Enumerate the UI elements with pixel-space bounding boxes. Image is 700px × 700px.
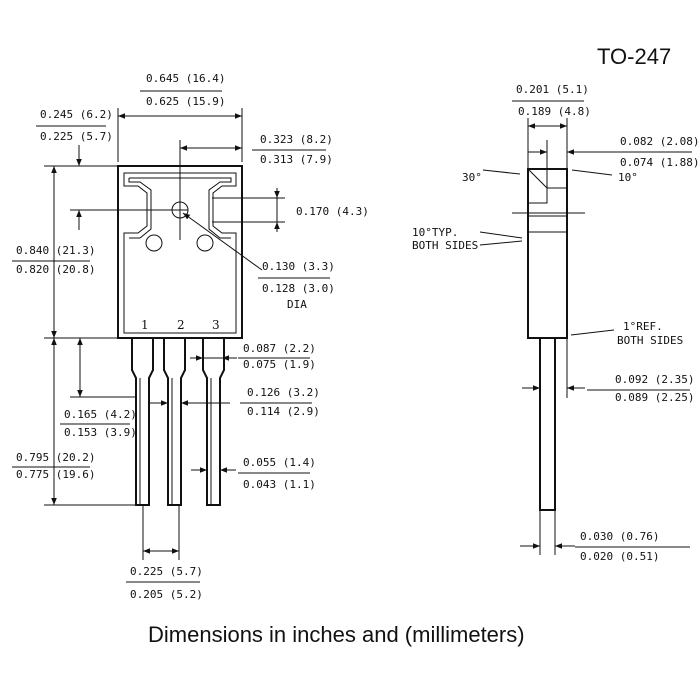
dim-hole-vertical: 0.170 (4.3) [296, 205, 369, 218]
dim-lead-spacing-min: 0.114 (2.9) [247, 405, 320, 418]
pin-number-1: 1 [141, 318, 149, 332]
dim-hole-dia-max: 0.130 (3.3) [262, 260, 335, 273]
dim-lead-shoulder-max: 0.165 (4.2) [64, 408, 137, 421]
package-title: TO-247 [597, 44, 671, 69]
dim-lead-thickness-min: 0.020 (0.51) [580, 550, 659, 563]
lead-1 [131, 338, 154, 506]
dim-lead-narrow-max: 0.055 (1.4) [243, 456, 316, 469]
ref-note-line2: BOTH SIDES [617, 334, 683, 347]
dim-lead-wide-min: 0.075 (1.9) [243, 358, 316, 371]
dim-lead-length-max: 0.795 (20.2) [16, 451, 95, 464]
dim-body-height-max: 0.840 (21.3) [16, 244, 95, 257]
front-view: 1 2 3 0.645 (16.4) 0.625 (15.9) 0.245 (6… [12, 72, 369, 601]
dim-tab-offset-max: 0.245 (6.2) [40, 108, 113, 121]
dim-body-width-min: 0.625 (15.9) [146, 95, 225, 108]
dim-hole-right-min: 0.313 (7.9) [260, 153, 333, 166]
pin-number-3: 3 [212, 318, 220, 332]
lead-2 [163, 338, 186, 506]
dim-tab-thickness-max: 0.082 (2.08) [620, 135, 699, 148]
angle-right-label: 10° [618, 171, 638, 184]
dim-body-thickness-min: 0.189 (4.8) [518, 105, 591, 118]
dim-hole-dia-note: DIA [287, 298, 307, 311]
dim-lead-wide-max: 0.087 (2.2) [243, 342, 316, 355]
taper-note-line1: 10°TYP. [412, 226, 458, 239]
dim-body-height-min: 0.820 (20.8) [16, 263, 95, 276]
dim-lead-offset-max: 0.092 (2.35) [615, 373, 694, 386]
dim-body-width-max: 0.645 (16.4) [146, 72, 225, 85]
dim-hole-right-max: 0.323 (8.2) [260, 133, 333, 146]
taper-note-line2: BOTH SIDES [412, 239, 478, 252]
dim-hole-dia-min: 0.128 (3.0) [262, 282, 335, 295]
dim-lead-spacing-max: 0.126 (3.2) [247, 386, 320, 399]
dim-body-thickness-max: 0.201 (5.1) [516, 83, 589, 96]
dim-pin-pitch-max: 0.225 (5.7) [130, 565, 203, 578]
dim-lead-narrow-min: 0.043 (1.1) [243, 478, 316, 491]
dim-lead-thickness-max: 0.030 (0.76) [580, 530, 659, 543]
dim-pin-pitch-min: 0.205 (5.2) [130, 588, 203, 601]
side-view: 0.201 (5.1) 0.189 (4.8) 0.082 (2.08) 0.0… [412, 83, 699, 563]
ejector-mark-right [196, 234, 214, 252]
dim-lead-shoulder-min: 0.153 (3.9) [64, 426, 137, 439]
dim-tab-thickness-min: 0.074 (1.88) [620, 156, 699, 169]
ejector-mark-left [145, 234, 163, 252]
pin-number-2: 2 [177, 318, 185, 332]
dim-tab-offset-min: 0.225 (5.7) [40, 130, 113, 143]
side-lead [539, 338, 556, 511]
dimension-caption: Dimensions in inches and (millimeters) [148, 622, 525, 647]
dim-lead-offset-min: 0.089 (2.25) [615, 391, 694, 404]
lead-3 [202, 338, 225, 506]
angle-left-label: 30° [462, 171, 482, 184]
tab-outline [123, 172, 237, 334]
dim-lead-length-min: 0.775 (19.6) [16, 468, 95, 481]
ref-note-line1: 1°REF. [623, 320, 663, 333]
